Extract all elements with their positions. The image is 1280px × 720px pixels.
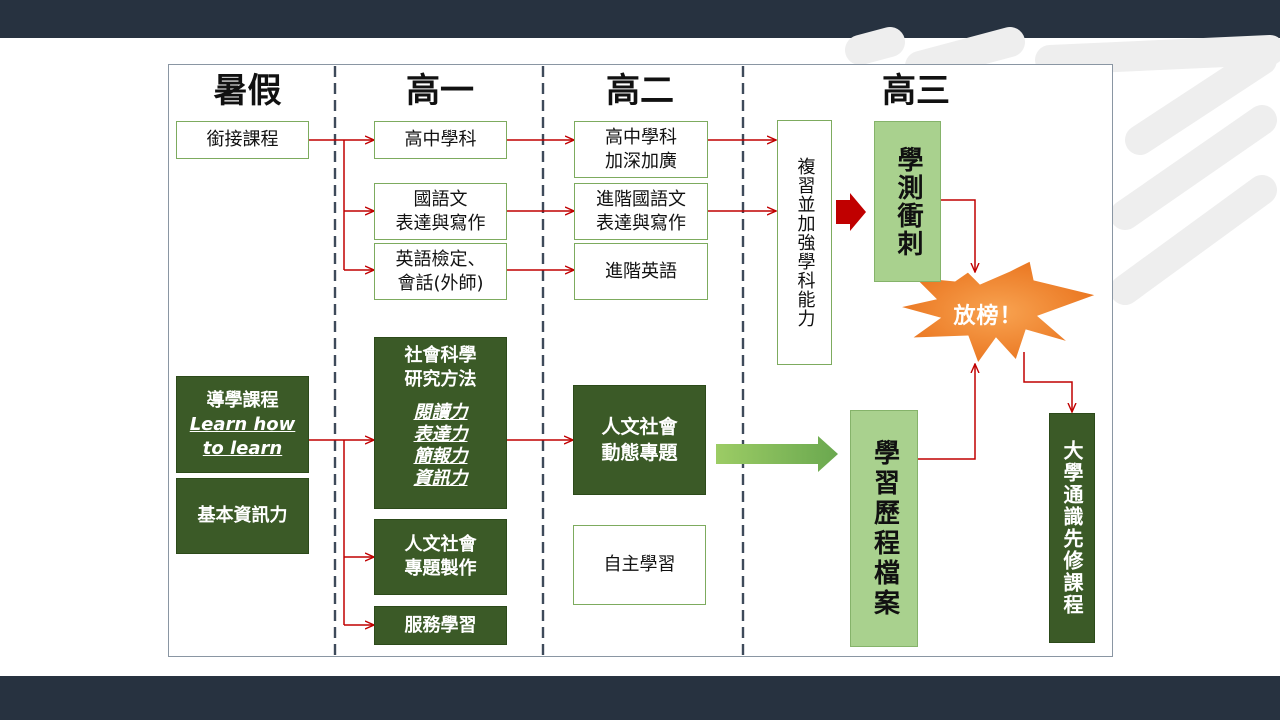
bridge-course-label: 銜接課程 (206, 129, 279, 150)
dynamic-project-label-1: 人文社會 (601, 416, 678, 438)
chinese-label-1: 國語文 (413, 188, 468, 210)
deep-subjects-box: 高中學科 加深加廣 (574, 121, 708, 178)
university-course-box: 大學通識先修課程 (1049, 413, 1095, 643)
bottom-band (0, 676, 1280, 720)
humanities-project-box: 人文社會 專題製作 (374, 519, 507, 595)
heading-grade11: 高二 (606, 71, 674, 111)
intro-course-label: 導學課程 (206, 389, 279, 411)
self-study-box: 自主學習 (573, 525, 706, 605)
humanities-project-label-1: 人文社會 (404, 534, 477, 555)
skill-item: 閱讀力 (413, 402, 468, 423)
heading-summer: 暑假 (213, 71, 282, 111)
english-label-1: 英語檢定、 (395, 248, 486, 270)
portfolio-label: 學習歷程檔案 (869, 438, 900, 619)
intro-course-en-2: to learn (202, 437, 283, 459)
review-label: 複習並加強學科能力 (794, 157, 816, 328)
social-science-box: 社會科學 研究方法 閱讀力 表達力 簡報力 資訊力 (374, 337, 507, 509)
dynamic-project-label-2: 動態專題 (601, 442, 678, 464)
intro-course-box: 導學課程 Learn how to learn (176, 376, 309, 473)
result-label: 放榜！ (953, 304, 1023, 329)
service-learning-box: 服務學習 (374, 606, 507, 645)
social-science-label-2: 研究方法 (404, 369, 477, 390)
skill-item: 資訊力 (413, 468, 468, 489)
skill-item: 簡報力 (413, 446, 468, 467)
adv-english-box: 進階英語 (574, 243, 708, 300)
heading-grade10: 高一 (406, 71, 474, 111)
humanities-project-label-2: 專題製作 (404, 558, 477, 579)
intro-course-en-1: Learn how (189, 413, 296, 435)
exam-sprint-label: 學測衝刺 (893, 145, 923, 258)
portfolio-box: 學習歷程檔案 (850, 410, 918, 647)
skills-list: 閱讀力 表達力 簡報力 資訊力 (414, 402, 468, 490)
exam-sprint-box: 學測衝刺 (874, 121, 941, 282)
adv-english-label: 進階英語 (605, 260, 677, 282)
self-study-label: 自主學習 (603, 554, 676, 575)
deep-subjects-label-2: 加深加廣 (605, 150, 677, 172)
info-skills-box: 基本資訊力 (176, 478, 309, 554)
adv-chinese-label-1: 進階國語文 (596, 188, 686, 210)
heading-grade12: 高三 (882, 71, 950, 111)
info-skills-label: 基本資訊力 (197, 505, 288, 526)
service-learning-label: 服務學習 (404, 614, 477, 636)
hs-subjects-box: 高中學科 (374, 121, 507, 159)
english-box: 英語檢定、 會話(外師) (374, 243, 507, 300)
adv-chinese-label-2: 表達與寫作 (596, 212, 686, 234)
chinese-box: 國語文 表達與寫作 (374, 183, 507, 240)
deep-subjects-label-1: 高中學科 (605, 126, 677, 148)
chinese-label-2: 表達與寫作 (395, 212, 486, 234)
university-course-label: 大學通識先修課程 (1060, 440, 1084, 616)
hs-subjects-label: 高中學科 (404, 129, 477, 150)
dynamic-project-box: 人文社會 動態專題 (573, 385, 706, 495)
bridge-course-box: 銜接課程 (176, 121, 309, 159)
skill-item: 表達力 (413, 424, 468, 445)
english-label-2: 會話(外師) (397, 272, 484, 294)
social-science-label-1: 社會科學 (404, 345, 477, 366)
review-box: 複習並加強學科能力 (777, 120, 832, 365)
top-band (0, 0, 1280, 38)
adv-chinese-box: 進階國語文 表達與寫作 (574, 183, 708, 240)
